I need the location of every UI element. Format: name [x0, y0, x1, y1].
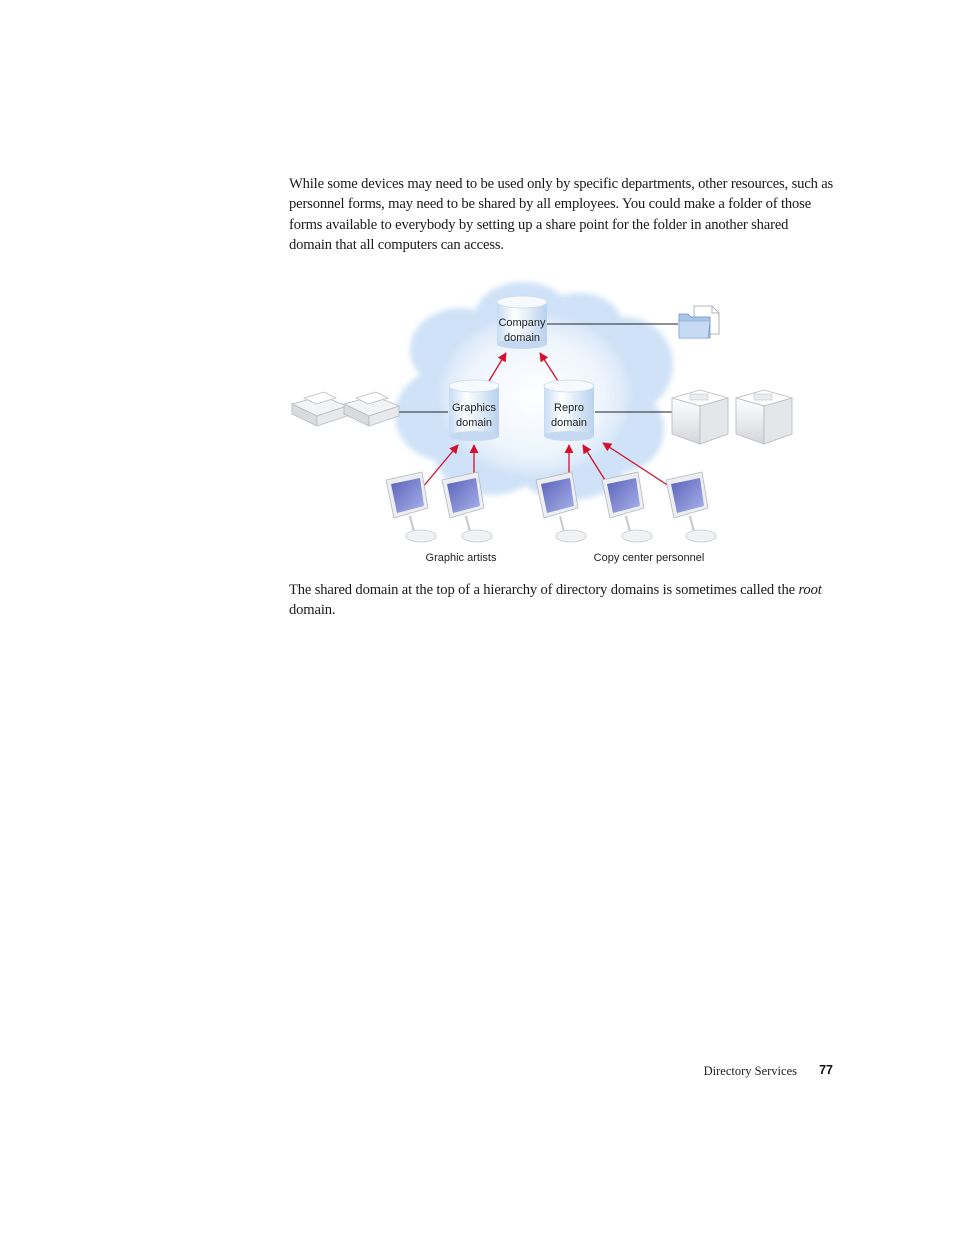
intro-paragraph: While some devices may need to be used o…	[289, 176, 834, 253]
copy-center-personnel-label: Copy center personnel	[594, 552, 705, 564]
root-domain-text-before: The shared domain at the top of a hierar…	[289, 582, 799, 598]
printer-icon	[342, 391, 401, 427]
page-number: 77	[819, 1063, 833, 1077]
graphics-domain-label-line2: domain	[456, 417, 492, 429]
footer-section-title: Directory Services	[703, 1064, 797, 1078]
laser-printer-icon	[670, 389, 730, 445]
printer-icon	[290, 391, 349, 427]
computer-icon	[601, 471, 653, 543]
computer-icon	[441, 471, 493, 543]
root-domain-paragraph: The shared domain at the top of a hierar…	[289, 580, 834, 621]
root-domain-text-after: domain.	[289, 602, 336, 619]
company-domain-cylinder: Company domain	[496, 295, 548, 349]
directory-domains-diagram: Company domain Graphics domain Repro dom…	[290, 282, 794, 564]
shared-folder-icon	[678, 305, 720, 339]
computer-icon	[665, 471, 717, 543]
company-domain-label-line1: Company	[498, 317, 546, 329]
repro-domain-label-line1: Repro	[554, 402, 584, 414]
computer-icon	[535, 471, 587, 543]
laser-printer-icon	[734, 389, 794, 445]
graphic-artists-label: Graphic artists	[426, 552, 497, 564]
company-domain-label-line2: domain	[504, 332, 540, 344]
root-term: root	[798, 582, 822, 598]
graphics-domain-cylinder: Graphics domain	[448, 379, 500, 441]
repro-domain-cylinder: Repro domain	[543, 379, 595, 441]
graphics-domain-label-line1: Graphics	[452, 402, 497, 414]
computer-icon	[385, 471, 437, 543]
repro-domain-label-line2: domain	[551, 417, 587, 429]
